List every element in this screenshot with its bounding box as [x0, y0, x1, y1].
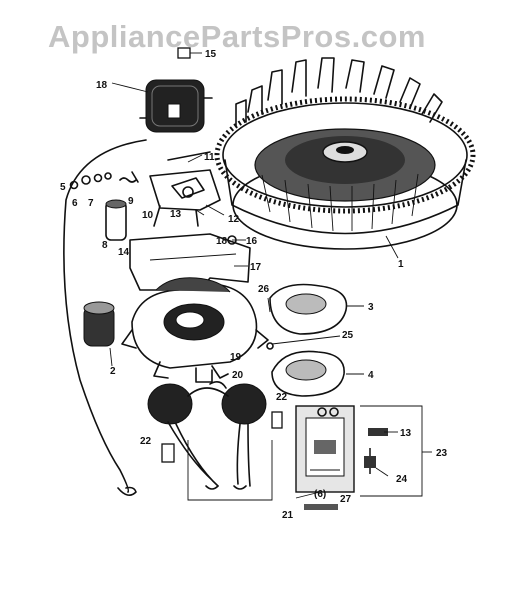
- condenser: [105, 199, 127, 241]
- callout-21: 21: [282, 510, 294, 521]
- callout-1: 1: [398, 259, 404, 270]
- clip-parts: [209, 365, 229, 389]
- callout-18a: 18: [96, 80, 108, 91]
- callout-14: 14: [118, 247, 130, 258]
- connector-22-left: [161, 443, 175, 463]
- group-bracket: [360, 405, 423, 497]
- callout-18b: 18: [216, 236, 228, 247]
- diode-24: [364, 448, 376, 474]
- callout-15: 15: [205, 49, 217, 60]
- callout-12: 12: [228, 214, 240, 225]
- alternator-coils: [147, 383, 267, 490]
- callout-4: 4: [368, 370, 374, 381]
- callout-23: 23: [436, 448, 448, 459]
- stator: [121, 277, 269, 383]
- clip-27: [304, 504, 338, 510]
- callout-16: 16: [246, 236, 258, 247]
- callout-24: 24: [396, 474, 408, 485]
- callout-13b: 13: [400, 428, 412, 439]
- callout-19: 19: [230, 352, 242, 363]
- ignition-wire: [63, 139, 147, 493]
- leader-lines: [109, 82, 399, 499]
- callout-7: 7: [88, 198, 94, 209]
- callout-11: 11: [204, 152, 215, 163]
- flywheel: [214, 57, 476, 250]
- callout-5: 5: [60, 182, 66, 193]
- washer-3: [269, 283, 348, 335]
- callout-3: 3: [368, 302, 374, 313]
- connector-22-right: [271, 411, 283, 429]
- callout-17: 17: [250, 262, 262, 273]
- washer-4: [271, 350, 345, 397]
- callout-13a: 13: [170, 209, 182, 220]
- callout-2: 2: [110, 366, 116, 377]
- callout-20: 20: [232, 370, 244, 381]
- ignition-wire-terminal: [117, 486, 137, 496]
- callout-9: 9: [128, 196, 134, 207]
- callout-22a: 22: [140, 436, 152, 447]
- small-hardware: [69, 171, 139, 190]
- callout-25: 25: [342, 330, 354, 341]
- callout-26: 26: [258, 284, 270, 295]
- screw-25: [266, 342, 274, 350]
- callout-10: 10: [142, 210, 154, 221]
- callout-22b: 22: [276, 392, 288, 403]
- assembly-frame: [187, 440, 273, 501]
- callout-6: 6: [72, 198, 78, 209]
- watermark: AppliancePartsPros.com: [48, 19, 426, 54]
- rectifier-mark: (6): [314, 489, 326, 500]
- ignition-coil: [139, 79, 213, 133]
- sleeve-bushing: [83, 301, 115, 347]
- rectifier-module: [295, 405, 355, 493]
- breaker-points: [149, 151, 221, 227]
- diode-13: [368, 428, 388, 436]
- callout-8: 8: [102, 240, 108, 251]
- callout-27: 27: [340, 494, 352, 505]
